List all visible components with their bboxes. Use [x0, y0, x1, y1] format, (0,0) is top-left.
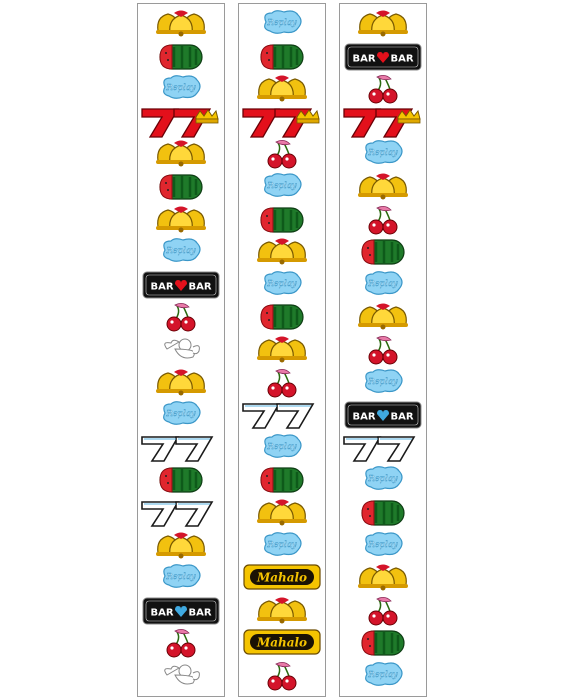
- mahalo-symbol: Mahalo: [239, 563, 325, 591]
- bell-symbol: [239, 498, 325, 526]
- replay-symbol: Replay: [340, 465, 426, 491]
- svg-text:BAR: BAR: [390, 412, 413, 423]
- bell-symbol: [239, 237, 325, 265]
- replay-symbol: Replay: [340, 661, 426, 687]
- watermelon-symbol: [138, 172, 224, 202]
- bell-symbol: [340, 9, 426, 37]
- watermelon-symbol: [340, 498, 426, 528]
- bar-red-symbol: BAR BAR: [138, 270, 224, 300]
- svg-text:Mahalo: Mahalo: [256, 571, 307, 585]
- cherry-symbol: [239, 139, 325, 169]
- bell-symbol: [138, 139, 224, 167]
- red7-symbol: [138, 105, 224, 139]
- replay-symbol: Replay: [340, 139, 426, 165]
- watermelon-symbol: [138, 42, 224, 72]
- white7-symbol: [138, 498, 224, 528]
- reel-3: BAR BAR Replay: [339, 3, 427, 697]
- replay-symbol: Replay: [138, 563, 224, 589]
- svg-text:Replay: Replay: [367, 474, 398, 484]
- replay-symbol: Replay: [239, 433, 325, 459]
- mahalo-symbol: Mahalo: [239, 628, 325, 656]
- cherry-symbol: [340, 596, 426, 626]
- svg-text:Replay: Replay: [165, 246, 196, 256]
- watermelon-symbol: [340, 628, 426, 658]
- white7-symbol: [138, 433, 224, 463]
- svg-text:BAR: BAR: [188, 607, 211, 618]
- svg-text:Replay: Replay: [266, 18, 297, 28]
- watermelon-symbol: [239, 465, 325, 495]
- cherry-symbol: [239, 661, 325, 691]
- svg-text:Replay: Replay: [266, 279, 297, 289]
- red7-symbol: [239, 105, 325, 139]
- white7-symbol: [239, 400, 325, 430]
- watermelon-symbol: [239, 302, 325, 332]
- replay-symbol: Replay: [138, 74, 224, 100]
- svg-text:Replay: Replay: [266, 181, 297, 191]
- bell-symbol: [340, 302, 426, 330]
- watermelon-symbol: [138, 465, 224, 495]
- svg-text:BAR: BAR: [352, 53, 375, 64]
- svg-text:Replay: Replay: [367, 377, 398, 387]
- bell-symbol: [239, 74, 325, 102]
- bell-symbol: [340, 563, 426, 591]
- svg-text:Replay: Replay: [165, 572, 196, 582]
- reel-1: Replay Replay BAR BAR: [137, 3, 225, 697]
- bell-symbol: [239, 335, 325, 363]
- replay-symbol: Replay: [138, 237, 224, 263]
- reel-2: Replay Replay: [238, 3, 326, 697]
- cherry-symbol: [138, 628, 224, 658]
- bar-blue-symbol: BAR BAR: [340, 400, 426, 430]
- svg-text:Replay: Replay: [266, 442, 297, 452]
- svg-text:Replay: Replay: [367, 670, 398, 680]
- replay-symbol: Replay: [340, 368, 426, 394]
- bell-symbol: [138, 531, 224, 559]
- svg-text:Mahalo: Mahalo: [256, 636, 307, 650]
- svg-text:BAR: BAR: [352, 412, 375, 423]
- watermelon-symbol: [340, 237, 426, 267]
- bar-red-symbol: BAR BAR: [340, 42, 426, 72]
- cherub-symbol: [138, 661, 224, 689]
- replay-symbol: Replay: [239, 9, 325, 35]
- bar-blue-symbol: BAR BAR: [138, 596, 224, 626]
- white7-symbol: [340, 433, 426, 463]
- svg-text:BAR: BAR: [150, 281, 173, 292]
- bell-symbol: [239, 596, 325, 624]
- svg-text:Replay: Replay: [266, 540, 297, 550]
- svg-text:BAR: BAR: [390, 53, 413, 64]
- svg-text:Replay: Replay: [367, 148, 398, 158]
- replay-symbol: Replay: [138, 400, 224, 426]
- replay-symbol: Replay: [340, 270, 426, 296]
- svg-text:Replay: Replay: [165, 83, 196, 93]
- bell-symbol: [138, 205, 224, 233]
- watermelon-symbol: [239, 42, 325, 72]
- svg-text:BAR: BAR: [150, 607, 173, 618]
- svg-text:BAR: BAR: [188, 281, 211, 292]
- watermelon-symbol: [239, 205, 325, 235]
- svg-text:Replay: Replay: [165, 409, 196, 419]
- cherry-symbol: [239, 368, 325, 398]
- cherub-symbol: [138, 335, 224, 363]
- cherry-symbol: [340, 335, 426, 365]
- bell-symbol: [340, 172, 426, 200]
- cherry-symbol: [340, 74, 426, 104]
- bell-symbol: [138, 368, 224, 396]
- svg-text:Replay: Replay: [367, 540, 398, 550]
- bell-symbol: [138, 9, 224, 37]
- red7-symbol: [340, 105, 426, 139]
- replay-symbol: Replay: [239, 270, 325, 296]
- replay-symbol: Replay: [239, 172, 325, 198]
- replay-symbol: Replay: [239, 531, 325, 557]
- replay-symbol: Replay: [340, 531, 426, 557]
- svg-text:Replay: Replay: [367, 279, 398, 289]
- cherry-symbol: [138, 302, 224, 332]
- cherry-symbol: [340, 205, 426, 235]
